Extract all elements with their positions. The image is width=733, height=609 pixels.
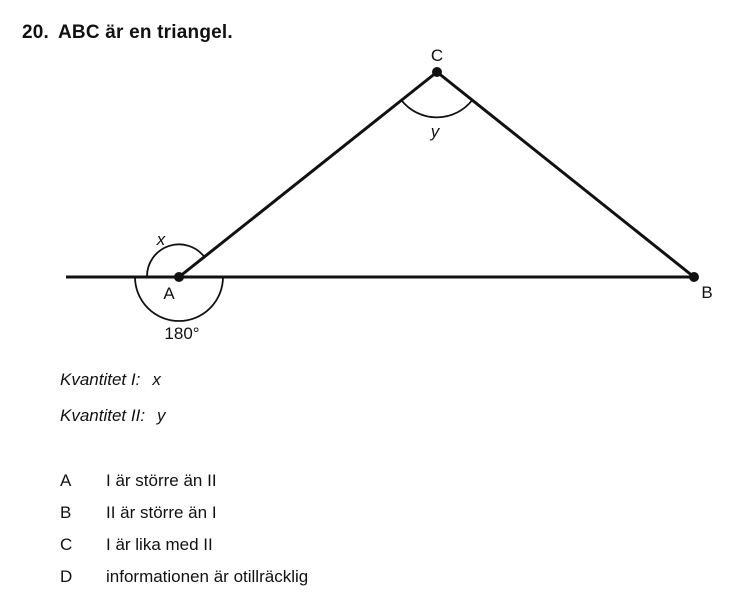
answer-options: A I är större än II B II är större än I C I… [60,469,308,597]
option-a-text: I är större än II [106,471,217,490]
vertex-b-label: B [701,283,712,302]
quantity-2: Kvantitet II: y [60,406,166,426]
vertex-a-point [174,272,184,282]
quantity-1-value: x [152,370,161,389]
option-a-letter: A [60,471,72,490]
quantity-1: Kvantitet I: x [60,370,161,390]
option-a[interactable]: A I är större än II [60,469,308,501]
side-cb [436,70,695,279]
option-b-text: II är större än I [106,503,217,522]
option-d-letter: D [60,567,73,586]
angle-y-label: y [430,122,441,141]
side-ac [178,70,438,279]
option-b-letter: B [60,503,72,522]
question-text: ABC är en triangel. [58,22,233,43]
angle-180-label: 180° [164,324,199,343]
quantity-1-label: Kvantitet I: [60,370,141,389]
angle-x-arc [146,243,206,278]
angle-180-arc [134,276,224,322]
vertex-c-label: C [431,46,443,65]
option-d-text: informationen är otillräcklig [106,567,309,586]
option-c-text: I är lika med II [106,535,213,554]
vertex-b-point [689,272,699,282]
angle-y-arc [400,99,474,119]
quantity-2-label: Kvantitet II: [60,406,146,425]
question-number: 20. [22,22,50,43]
quantity-2-value: y [157,406,166,425]
question-header: 20. ABC är en triangel. [22,22,233,44]
vertex-a-label: A [163,284,175,303]
option-c-letter: C [60,535,73,554]
option-c[interactable]: C I är lika med II [60,533,308,565]
option-b[interactable]: B II är större än I [60,501,308,533]
angle-x-label: x [156,230,166,249]
vertex-c-point [432,67,442,77]
triangle-diagram: C A B x y 180° [66,46,713,343]
